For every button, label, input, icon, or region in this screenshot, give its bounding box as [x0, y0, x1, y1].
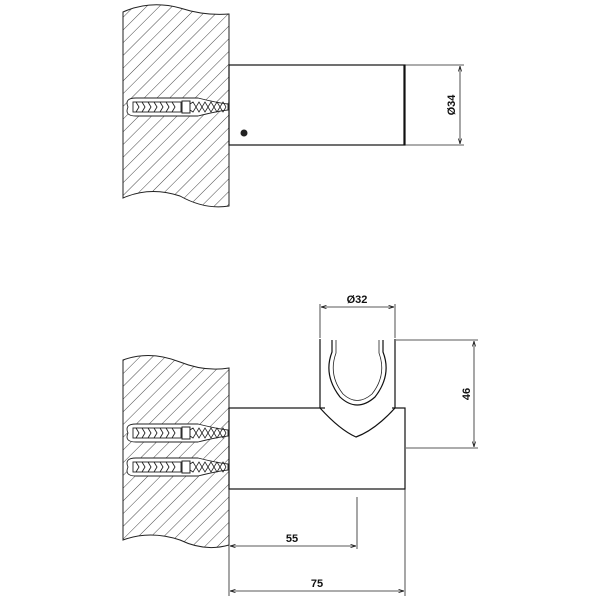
distance-55-label: 55	[286, 533, 298, 545]
holder-body-top	[228, 64, 406, 146]
height-46-label: 46	[461, 388, 473, 400]
diameter-34-label: Ø34	[446, 94, 458, 116]
set-screw-icon	[240, 129, 248, 137]
wall-section-bottom	[122, 355, 230, 549]
diameter-32-label: Ø32	[347, 294, 368, 306]
holder-body	[228, 407, 406, 490]
handshower-cradle	[319, 339, 396, 438]
depth-75-label: 75	[311, 578, 323, 590]
bottom-view: Ø32 46 55 75	[122, 294, 478, 596]
top-view: Ø34	[122, 4, 464, 208]
